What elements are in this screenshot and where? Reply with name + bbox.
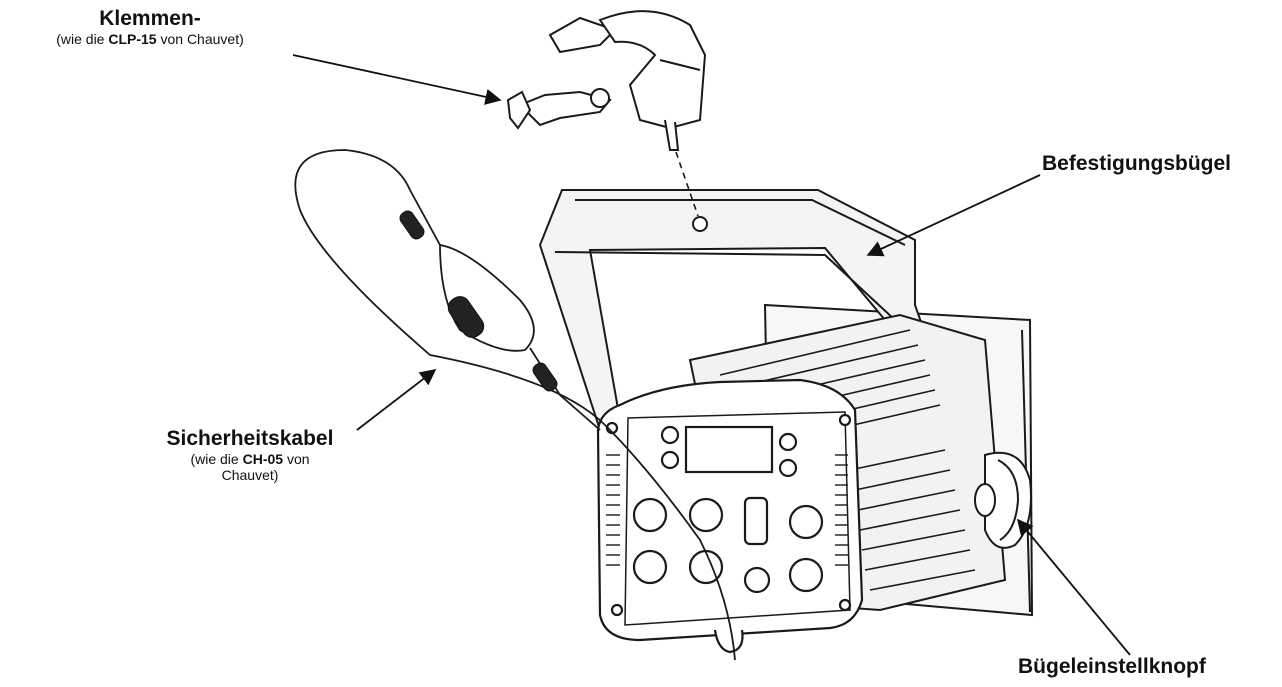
clamp-model: CLP-15 [108,31,157,48]
safety-cable-eyelet [713,629,744,654]
power-in-connector [788,504,824,540]
bracket-arrow [866,174,1041,257]
safety-cable-arrow [356,369,437,431]
down-button [778,432,798,452]
knob-title: Bügeleinstellknopf [1018,655,1206,678]
knob-arrow [1016,518,1131,656]
safety-cable-subtitle: (wie die CH-05 von [190,451,310,468]
clamp-arrow [292,54,502,105]
usb-port [743,496,769,546]
clamp-label: Klemmen- (wie die CLP-15 von Chauvet) [0,7,300,47]
front-vent-slots [606,454,848,566]
safety-cable-subtitle-line2: Chauvet) [221,467,279,484]
bracket-title: Befestigungsbügel [1042,152,1232,175]
menu-button [660,425,680,445]
bracket-label: Befestigungsbügel [1042,152,1231,176]
dmx-in-3pin-connector [632,549,668,585]
power-out-connector [788,557,824,593]
up-button [660,450,680,470]
safety-cable-crimps [399,210,558,392]
safety-cable-model: CH-05 [242,451,284,468]
dmx-in-5pin-connector [632,497,668,533]
front-panel [596,378,864,654]
enter-button [778,458,798,478]
safety-cable-label: Sicherheitskabel (wie die CH-05 von Chau… [125,427,375,483]
clamp-dashed-guide [675,151,699,217]
dmx-out-5pin-connector [688,497,724,533]
clamp-subtitle: (wie die CLP-15 von Chauvet) [56,31,244,48]
knob-label: Bügeleinstellknopf [1018,655,1206,679]
clamp-title: Klemmen- [99,7,201,30]
clamp-hardware [506,10,707,151]
fuse-holder [743,566,771,594]
safety-cable-title: Sicherheitskabel [166,427,334,450]
display-screen [684,425,774,474]
